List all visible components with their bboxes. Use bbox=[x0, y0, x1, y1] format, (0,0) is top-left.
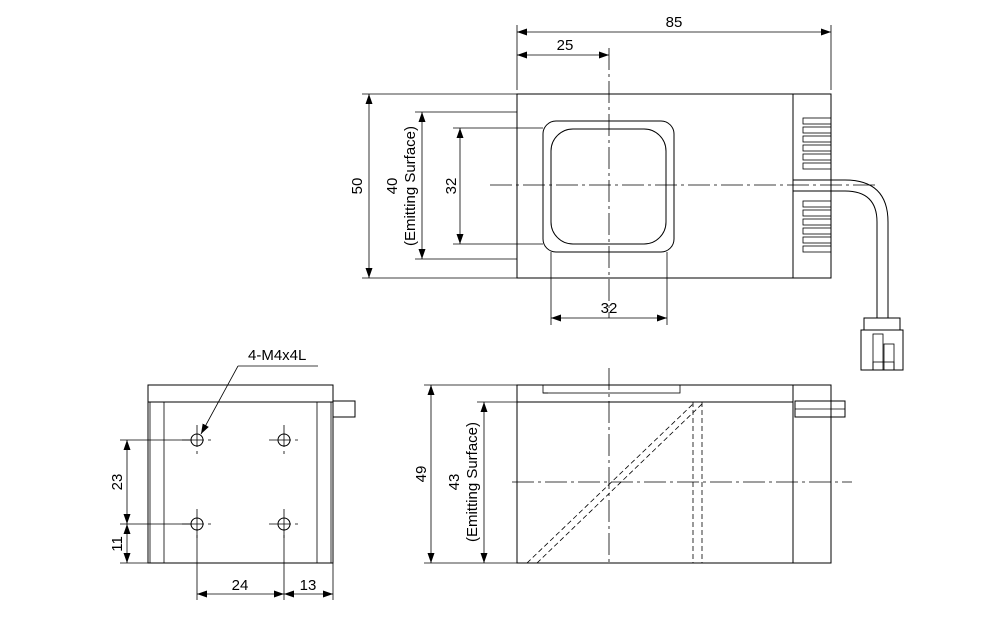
top-body-outline bbox=[516, 93, 794, 279]
dim-hole-offset-bottom: 11 bbox=[109, 536, 126, 552]
cable bbox=[844, 179, 889, 318]
dim-hole-pitch-horizontal: 24 bbox=[232, 577, 249, 594]
dim-side-emitting: 43 bbox=[446, 474, 463, 491]
dim-window-height: 32 bbox=[443, 178, 460, 195]
side-connector-block bbox=[792, 384, 832, 564]
mount-connector-stub bbox=[332, 400, 356, 418]
mounting-holes bbox=[182, 425, 299, 539]
dim-emitting-height: 40 bbox=[384, 178, 401, 195]
side-body-outline bbox=[516, 384, 794, 564]
mounting-view: 4-M4x4L 23 11 24 13 bbox=[109, 347, 356, 600]
upper-fins bbox=[802, 117, 832, 170]
hole-callout: 4-M4x4L bbox=[248, 347, 306, 364]
dim-side-height: 49 bbox=[413, 466, 430, 483]
top-view: 85 25 50 40 (Emitting Surface) 32 32 bbox=[349, 14, 904, 371]
side-view: 49 43 (Emitting Surface) bbox=[413, 368, 852, 564]
dim-window-width: 32 bbox=[601, 300, 618, 317]
emitting-window-inner bbox=[550, 128, 667, 245]
side-window-flange bbox=[542, 384, 681, 394]
emitting-window-outer bbox=[542, 120, 675, 253]
dim-top-width: 85 bbox=[666, 14, 683, 31]
dim-hole-pitch-vertical: 23 bbox=[109, 474, 126, 491]
dim-top-offset: 25 bbox=[557, 37, 574, 54]
connector-plug bbox=[860, 317, 904, 371]
dim-emitting-label: (Emitting Surface) bbox=[402, 126, 419, 246]
hole-leader bbox=[200, 365, 239, 435]
dim-hole-offset-right: 13 bbox=[300, 577, 317, 594]
dim-side-emitting-label: (Emitting Surface) bbox=[464, 422, 481, 542]
dim-top-height: 50 bbox=[349, 178, 366, 195]
top-connector-block bbox=[792, 93, 832, 279]
mount-body-outline bbox=[147, 384, 334, 564]
lower-fins bbox=[802, 200, 832, 253]
